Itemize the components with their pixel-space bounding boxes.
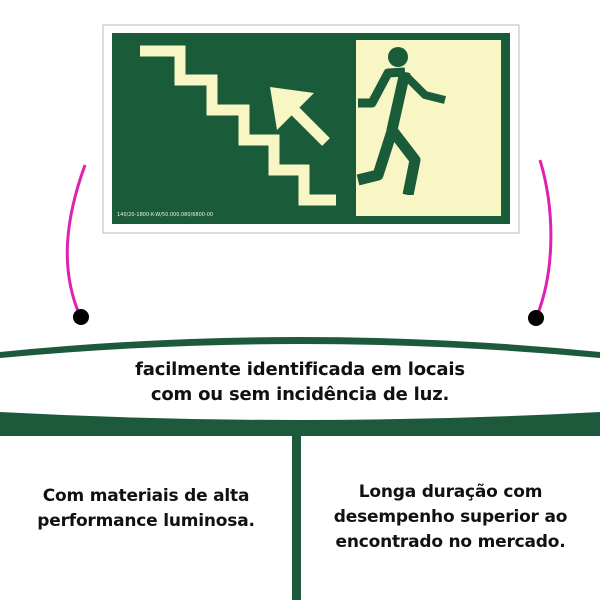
feature-left-line: Com materiais de alta [42, 486, 250, 506]
arrow-up-left-icon [270, 87, 330, 146]
right-connector-dot [528, 310, 544, 326]
feature-right-line: Longa duração com [358, 482, 543, 502]
running-man-exit-icon [356, 40, 501, 216]
sign-code: 140/20-1800-K-W/50.000.080/6800-00 [117, 212, 214, 218]
stairs-up-icon [140, 45, 336, 206]
banner-line-1: facilmente identificada em locais [135, 359, 465, 380]
banner-bottom-band [0, 412, 600, 436]
feature-right-line: encontrado no mercado. [335, 532, 566, 552]
feature-right-line: desempenho superior ao [333, 507, 568, 527]
exit-sign [102, 24, 520, 234]
banner-top-band [0, 337, 600, 358]
feature-left: Com materiais de alta performance lumino… [0, 484, 292, 534]
left-connector-dot [73, 309, 89, 325]
left-connector [65, 164, 87, 317]
banner-line-2: com ou sem incidência de luz. [150, 384, 450, 405]
banner-text: facilmente identificada em locais com ou… [100, 357, 500, 407]
divider-vertical [292, 434, 301, 600]
feature-left-line: performance luminosa. [37, 511, 255, 531]
feature-right: Longa duração com desempenho superior ao… [301, 480, 600, 555]
right-connector [535, 159, 553, 317]
